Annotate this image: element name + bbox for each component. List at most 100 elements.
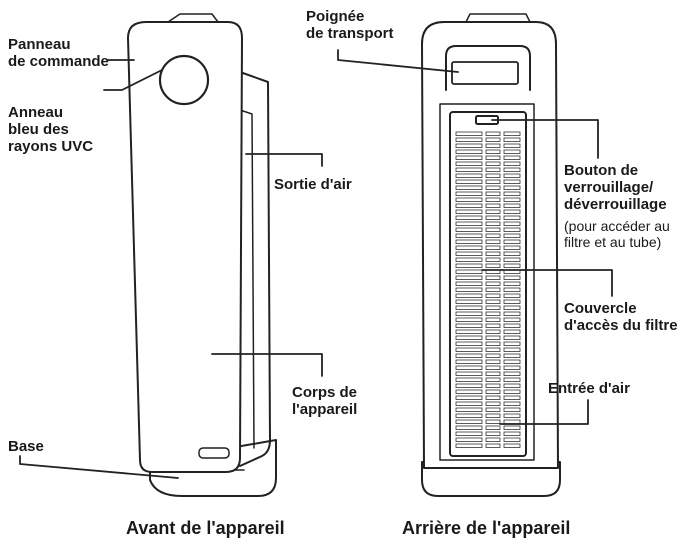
grille-slot <box>485 155 501 160</box>
label-body: Corps de l'appareil <box>292 384 358 418</box>
grille-slot <box>485 263 501 268</box>
grille-slot <box>455 389 483 394</box>
grille-slot <box>503 401 521 406</box>
grille-slot <box>455 419 483 424</box>
grille-slot <box>455 149 483 154</box>
grille-slot <box>503 281 521 286</box>
grille-slot <box>485 425 501 430</box>
grille-slot <box>503 395 521 400</box>
grille-slot <box>503 287 521 292</box>
label-filter-cover: Couvercle d'accès du filtre <box>564 300 678 334</box>
grille-slot <box>455 299 483 304</box>
grille-slot <box>485 161 501 166</box>
grille-slot <box>485 173 501 178</box>
grille-slot <box>485 299 501 304</box>
grille-slot <box>485 413 501 418</box>
grille-slot <box>455 215 483 220</box>
leader-inlet <box>499 399 589 425</box>
grille-slot <box>485 401 501 406</box>
grille-slot <box>455 293 483 298</box>
grille-slot <box>485 179 501 184</box>
grille-slot <box>455 203 483 208</box>
grille-slot <box>455 155 483 160</box>
grille-slot <box>455 341 483 346</box>
grille-slot <box>455 383 483 388</box>
grille-slot <box>455 245 483 250</box>
front-logo-slot <box>198 447 230 459</box>
grille-slot <box>455 281 483 286</box>
grille-slot <box>455 287 483 292</box>
grille-slot <box>485 287 501 292</box>
grille-slot <box>485 197 501 202</box>
grille-slot <box>503 149 521 154</box>
grille-slot <box>485 383 501 388</box>
grille-slot <box>503 371 521 376</box>
grille-slot <box>503 311 521 316</box>
grille-slot <box>455 365 483 370</box>
grille-slot <box>503 365 521 370</box>
grille-slot <box>503 359 521 364</box>
grille-slot <box>485 335 501 340</box>
grille-slot <box>503 293 521 298</box>
grille-slot <box>503 197 521 202</box>
grille-slot <box>503 131 521 136</box>
grille-slot <box>455 335 483 340</box>
leader-lock <box>491 119 599 159</box>
grille-slot <box>485 389 501 394</box>
grille-slot <box>503 191 521 196</box>
grille-slot <box>503 431 521 436</box>
grille-slot <box>485 239 501 244</box>
grille-slot <box>455 275 483 280</box>
grille-slot <box>455 239 483 244</box>
grille-slot <box>455 359 483 364</box>
grille-slot <box>455 401 483 406</box>
grille-slot <box>455 263 483 268</box>
leader-body <box>211 353 323 377</box>
grille-slot <box>485 323 501 328</box>
grille-slot <box>503 323 521 328</box>
grille-slot <box>485 275 501 280</box>
grille-slot <box>485 443 501 448</box>
grille-slot <box>485 203 501 208</box>
grille-slot <box>503 377 521 382</box>
grille-slot <box>503 251 521 256</box>
label-air-outlet: Sortie d'air <box>274 176 352 193</box>
caption-front: Avant de l'appareil <box>126 518 285 538</box>
grille-slot <box>485 149 501 154</box>
grille-slot <box>455 221 483 226</box>
grille-slot <box>485 371 501 376</box>
grille-slot <box>485 245 501 250</box>
label-air-inlet: Entrée d'air <box>548 380 630 397</box>
grille-slot <box>503 317 521 322</box>
grille-slot <box>485 215 501 220</box>
grille-slot <box>503 161 521 166</box>
label-control-panel: Panneau de commande <box>8 36 109 70</box>
caption-back: Arrière de l'appareil <box>402 518 571 538</box>
grille-slot <box>455 311 483 316</box>
front-top-panel <box>167 13 219 23</box>
grille-slot <box>503 209 521 214</box>
grille-slot <box>455 305 483 310</box>
grille-slot <box>503 143 521 148</box>
grille-slot <box>503 239 521 244</box>
grille-slot <box>503 389 521 394</box>
grille-slot <box>485 347 501 352</box>
grille-slot <box>503 185 521 190</box>
grille-slot <box>455 329 483 334</box>
leader-filter <box>481 269 613 297</box>
grille-slot <box>485 353 501 358</box>
leader-uvc-ring <box>103 69 163 91</box>
front-side-inner <box>239 109 255 449</box>
grille-slot <box>485 365 501 370</box>
back-handle-grip <box>451 61 519 85</box>
grille-slot <box>503 137 521 142</box>
grille-slot <box>485 407 501 412</box>
grille-slot <box>485 143 501 148</box>
grille-slot <box>485 293 501 298</box>
grille-slot <box>503 173 521 178</box>
grille-slot <box>455 227 483 232</box>
grille-slot <box>503 305 521 310</box>
grille-slot <box>485 317 501 322</box>
grille-slot <box>485 209 501 214</box>
grille-slot <box>485 329 501 334</box>
